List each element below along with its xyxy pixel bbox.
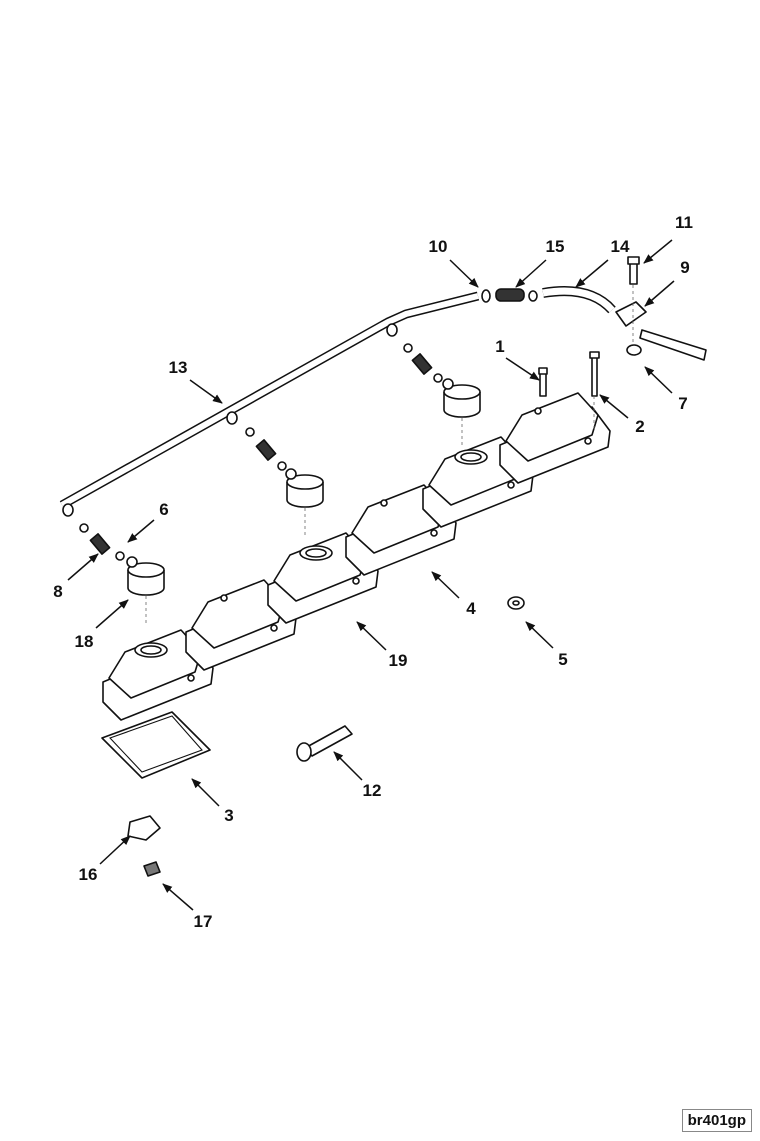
hex-nut [626, 344, 642, 356]
hose-clamp [277, 461, 287, 471]
callout-leader-10 [449, 259, 479, 288]
callout-label-5: 5 [558, 650, 567, 669]
callout-label-1: 1 [495, 337, 504, 356]
callout-leader-5 [525, 621, 554, 649]
capscrew-head [589, 351, 600, 359]
lock-plate [127, 815, 161, 841]
callout-label-19: 19 [389, 651, 408, 670]
callout-leader-2 [599, 394, 629, 419]
callout-label-8: 8 [53, 582, 62, 601]
callout-label-4: 4 [466, 599, 476, 618]
capscrew [591, 355, 598, 397]
callout-label-18: 18 [75, 632, 94, 651]
callout-leader-1 [505, 357, 540, 381]
hose-clamp [528, 290, 538, 302]
callout-label-3: 3 [224, 806, 233, 825]
callout-leader-19 [356, 621, 387, 651]
callout-label-7: 7 [678, 394, 687, 413]
callout-label-6: 6 [159, 500, 168, 519]
callout-leader-7 [644, 366, 673, 394]
bolt-hole [584, 437, 592, 445]
callout-label-14: 14 [611, 237, 630, 256]
callout-leader-17 [162, 883, 194, 911]
callout-label-15: 15 [546, 237, 565, 256]
cover-gasket [101, 711, 211, 779]
hose [255, 439, 277, 461]
callout-leader-15 [515, 259, 547, 288]
hose-clamp [79, 523, 89, 533]
bolt-hole [507, 481, 515, 489]
hose [89, 533, 111, 555]
callout-leader-12 [333, 751, 363, 781]
banjo-screw [304, 725, 353, 757]
clip [143, 861, 161, 877]
callout-label-10: 10 [429, 237, 448, 256]
callout-label-2: 2 [635, 417, 644, 436]
breather-cap [285, 468, 324, 535]
callout-leader-3 [191, 778, 220, 807]
rocker-lever-cover [102, 629, 214, 721]
hose-clamp [403, 343, 413, 353]
callout-leader-9 [644, 280, 675, 307]
callout-label-17: 17 [194, 912, 213, 931]
hose-clamp [433, 373, 443, 383]
callout-leader-6 [127, 519, 155, 543]
callout-label-16: 16 [79, 865, 98, 884]
hose [495, 288, 525, 302]
callout-label-11: 11 [675, 213, 693, 232]
figure-reference-code: br401gp [681, 1109, 752, 1132]
callout-leader-18 [95, 599, 129, 629]
hose-clamp [115, 551, 125, 561]
capscrew [629, 261, 638, 285]
breather-tube [59, 291, 480, 517]
callout-leader-4 [431, 571, 460, 599]
bolt-hole [380, 499, 388, 507]
rocker-lever-cover [499, 392, 611, 484]
bolt-hole [220, 594, 228, 602]
callout-leader-8 [67, 553, 99, 581]
breather-cap [442, 378, 481, 445]
callout-label-13: 13 [169, 358, 188, 377]
callout-leader-11 [643, 239, 673, 264]
bolt-hole [270, 624, 278, 632]
drain-tube [639, 329, 707, 361]
bolt-hole [430, 529, 438, 537]
capscrew-head [627, 256, 640, 265]
bolt-hole [187, 674, 195, 682]
bolt-hole [352, 577, 360, 585]
callout-label-9: 9 [680, 258, 689, 277]
tube-branch-end [386, 323, 398, 337]
callout-leader-16 [99, 835, 131, 865]
rocker-lever-cover [185, 579, 297, 671]
tube-branch-end [226, 411, 238, 425]
callout-label-12: 12 [363, 781, 382, 800]
rocker-lever-cover [345, 484, 457, 576]
callout-leader-14 [575, 259, 609, 288]
callout-leader-13 [189, 379, 223, 404]
tube-branch-end [62, 503, 74, 517]
hose-clamp [245, 427, 255, 437]
capscrew [539, 371, 547, 397]
capscrew-head [538, 367, 548, 375]
rocker-lever-cover [267, 532, 379, 624]
bolt-hole [534, 407, 542, 415]
support-clamp [615, 301, 647, 327]
hose-clamp [481, 289, 491, 303]
breather-cap [126, 556, 165, 623]
hose [411, 353, 433, 375]
